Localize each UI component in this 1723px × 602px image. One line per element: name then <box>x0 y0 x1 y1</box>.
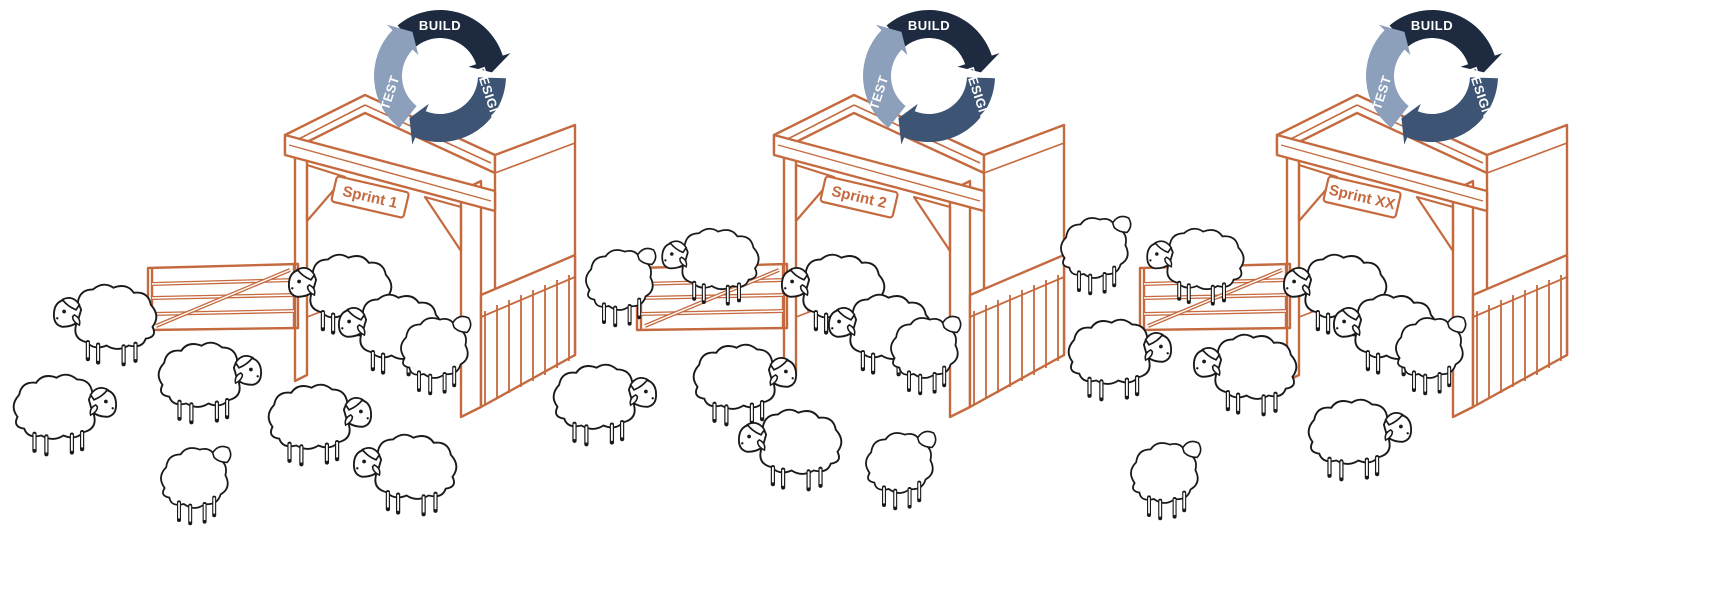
sheep-icon <box>161 446 231 523</box>
sheep-icon <box>554 365 656 445</box>
sheep-icon <box>739 410 841 490</box>
sheep-icon <box>1069 320 1171 400</box>
sheep-icon <box>1309 400 1411 480</box>
sheep-icon <box>269 385 371 465</box>
sheep-icon <box>159 343 261 423</box>
sheep-icon <box>1131 441 1201 518</box>
swing-gate <box>148 264 298 330</box>
cycle-label-build: BUILD <box>1411 18 1453 33</box>
cycle-label-build: BUILD <box>908 18 950 33</box>
sheep-icon <box>1061 216 1131 293</box>
sheep-icon <box>866 431 936 508</box>
sheep-icon <box>662 229 758 304</box>
sheep-icon <box>54 285 156 365</box>
sheep-icon <box>354 435 456 515</box>
sheep-icon <box>1194 335 1296 415</box>
cycle-label-build: BUILD <box>419 18 461 33</box>
sheep-icon <box>14 375 116 455</box>
